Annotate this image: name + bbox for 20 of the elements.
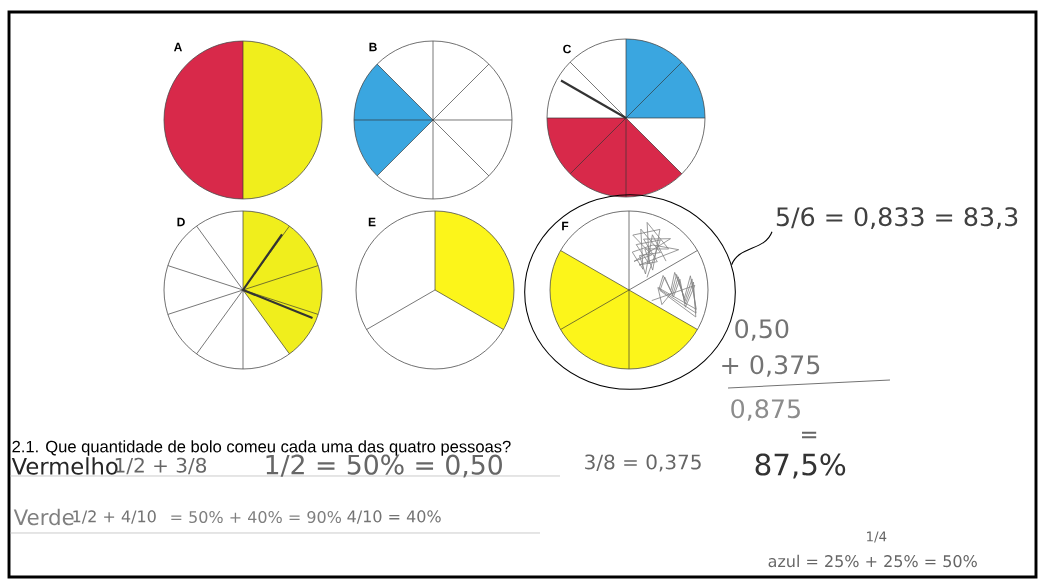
pie-chart: E — [355, 210, 515, 370]
handwritten-note: Verde — [13, 508, 74, 526]
handwritten-note: 0,875 — [731, 399, 800, 421]
handwritten-note: azul = 25% + 25% = 50% — [768, 554, 977, 568]
handwritten-note: 0,50 — [735, 319, 789, 341]
pie-chart: B — [353, 40, 513, 200]
handwritten-note: 1/2 + 4/10 — [73, 510, 156, 524]
pie-chart: D — [163, 210, 323, 370]
handwritten-note: 5/6 = 0,833 = 83,3 — [776, 207, 1018, 229]
pie-chart: F — [549, 210, 709, 370]
pie-chart: A — [163, 40, 323, 200]
handwritten-note: 1/4 — [867, 531, 887, 543]
hand-drawn-line — [731, 231, 773, 266]
handwritten-note: + 0,375 — [722, 355, 820, 377]
pie-chart: C — [546, 38, 706, 198]
handwritten-note: 4/10 = 40% — [347, 510, 441, 524]
handwritten-note: 3/8 = 0,375 — [585, 454, 701, 472]
handwritten-note: 87,5% — [755, 453, 846, 479]
handwritten-note: = 50% + 40% = 90% — [171, 510, 342, 524]
handwritten-note: = — [802, 431, 817, 439]
